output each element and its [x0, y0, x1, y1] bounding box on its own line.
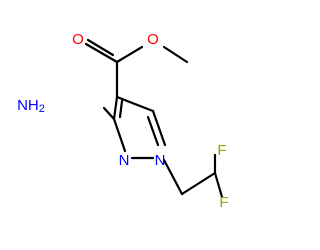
atom-label-carbonyl-oxygen: O — [72, 31, 84, 48]
amino-symbol: NH — [17, 97, 39, 114]
carbonyl-oxygen-symbol: O — [72, 31, 84, 48]
fluorine-top-symbol: F — [217, 142, 226, 159]
fluorine-bottom-symbol: F — [219, 194, 228, 211]
bond-carbonyl-double-a — [84, 42, 119, 64]
amino-subscript: 2 — [39, 103, 45, 115]
ring-nitrogen-1-symbol: N — [155, 152, 166, 169]
bond-c3-nh2 — [102, 106, 116, 121]
atom-label-ring-nitrogen-2: N — [119, 152, 130, 169]
atom-label-fluorine-top: F — [217, 142, 226, 159]
bond-carbonyl-double-b — [86, 38, 115, 57]
bond-c3-c4 — [112, 95, 119, 121]
atom-label-ester-oxygen: O — [147, 31, 159, 48]
bond-c4-c5 — [115, 95, 155, 113]
ester-oxygen-symbol: O — [147, 31, 159, 48]
bond-c5-n1-a — [151, 109, 167, 147]
atom-label-amino: NH2 — [17, 97, 45, 116]
bond-n2-c3 — [112, 117, 127, 153]
bond-oester-methyl — [162, 45, 189, 64]
atom-label-fluorine-bottom: F — [219, 194, 228, 211]
molecule-structure: O O NH2 N N F F — [17, 31, 228, 211]
bond-c3-c4-inner — [118, 99, 124, 119]
bond-n1-ch2 — [162, 158, 184, 196]
bond-chf2-f-bottom — [213, 171, 224, 199]
atom-label-ring-nitrogen-1: N — [155, 152, 166, 169]
ring-nitrogen-2-symbol: N — [119, 152, 130, 169]
bond-c5-n1-b — [146, 115, 160, 147]
bond-ccarbonyl-oester — [115, 45, 144, 64]
bond-ch2-chf2 — [180, 171, 217, 196]
